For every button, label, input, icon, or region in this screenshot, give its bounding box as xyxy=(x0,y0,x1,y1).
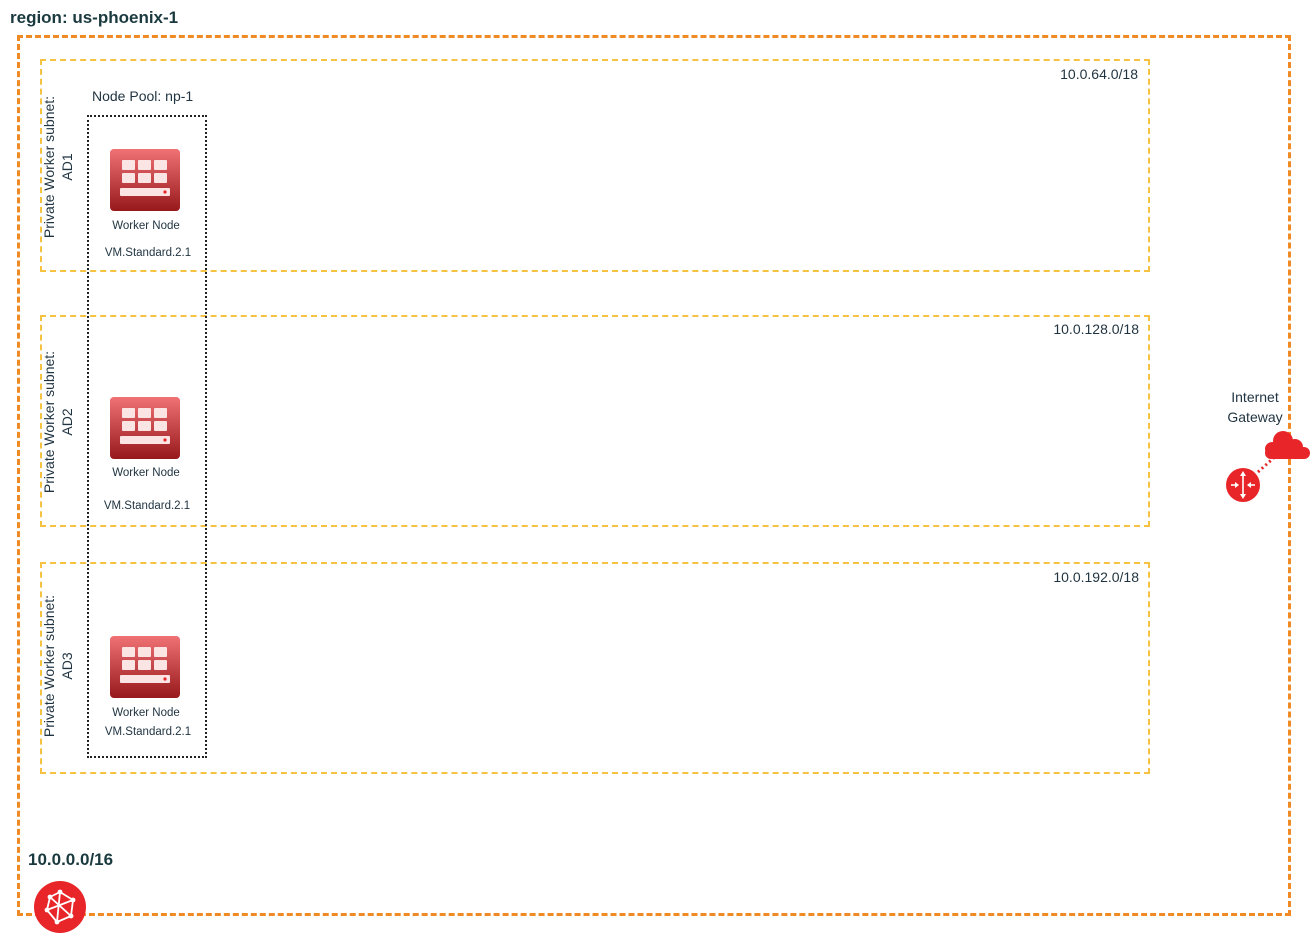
worker-node-shape-ad2: VM.Standard.2.1 xyxy=(103,500,191,512)
worker-node-shape-ad3: VM.Standard.2.1 xyxy=(104,726,192,738)
subnet-label-ad1-line1: Private Worker subnet: xyxy=(41,95,57,239)
subnet-cidr-ad1: 10.0.64.0/18 xyxy=(1060,66,1138,82)
compute-instance-icon xyxy=(110,149,180,211)
subnet-label-ad1: Private Worker subnet: AD1 xyxy=(40,82,80,252)
node-pool-boundary xyxy=(87,115,207,758)
subnet-label-ad2-line1: Private Worker subnet: xyxy=(41,350,57,494)
subnet-cidr-ad3: 10.0.192.0/18 xyxy=(1053,569,1139,585)
vcn-icon xyxy=(34,881,86,933)
worker-node-label-ad2: Worker Node xyxy=(112,467,180,479)
router-icon xyxy=(1226,468,1260,502)
subnet-ad3 xyxy=(40,562,1150,774)
node-pool-title: Node Pool: np-1 xyxy=(92,88,194,104)
worker-node-shape-ad1: VM.Standard.2.1 xyxy=(104,247,192,259)
internet-gateway-label: Internet Gateway xyxy=(1214,387,1296,427)
subnet-label-ad3: Private Worker subnet: AD3 xyxy=(40,581,80,751)
internet-gateway-label-line1: Internet xyxy=(1231,389,1279,405)
compute-instance-icon xyxy=(110,636,180,698)
vcn-cidr: 10.0.0.0/16 xyxy=(28,850,114,869)
subnet-ad1 xyxy=(40,59,1150,272)
subnet-ad2 xyxy=(40,315,1150,527)
subnet-label-ad1-line2: AD1 xyxy=(59,153,75,181)
subnet-cidr-ad2: 10.0.128.0/18 xyxy=(1053,321,1139,337)
compute-instance-icon xyxy=(110,397,180,459)
worker-node-label-ad3: Worker Node xyxy=(112,707,180,719)
subnet-label-ad3-line2: AD3 xyxy=(59,652,75,680)
worker-node-label-ad1: Worker Node xyxy=(112,220,180,232)
region-title: region: us-phoenix-1 xyxy=(10,8,179,27)
internet-gateway-icon xyxy=(1226,431,1310,502)
subnet-label-ad2-line2: AD2 xyxy=(59,408,75,436)
subnet-label-ad3-line1: Private Worker subnet: xyxy=(41,594,57,738)
vcn-boundary xyxy=(17,35,1291,916)
subnet-label-ad2: Private Worker subnet: AD2 xyxy=(40,337,80,507)
cloud-icon xyxy=(1265,431,1310,459)
internet-gateway-label-line2: Gateway xyxy=(1227,409,1283,425)
